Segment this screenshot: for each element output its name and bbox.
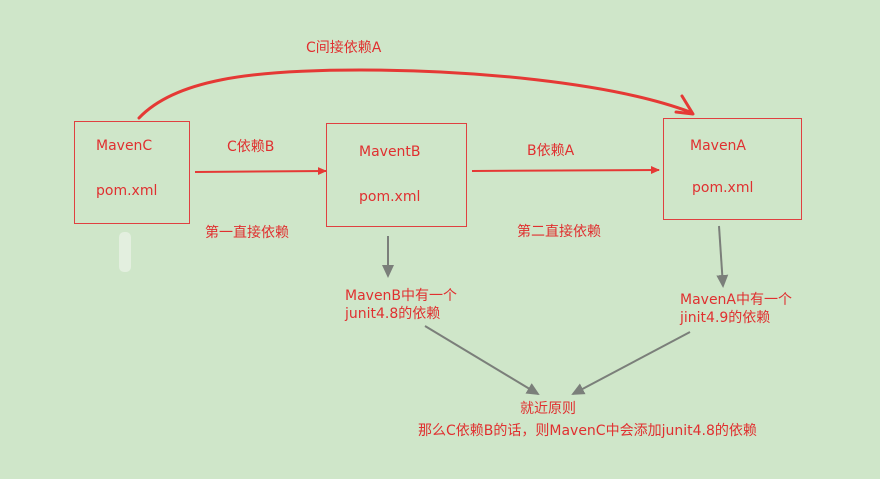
mavenB-note-arrow bbox=[424, 325, 540, 396]
c-to-b-label: C依赖B bbox=[227, 139, 275, 155]
mavenA-box: MavenA pom.xml bbox=[663, 118, 802, 220]
mavenB-note-line1: MavenB中有一个 bbox=[345, 288, 458, 304]
conclusion-text: 那么C依赖B的话，则MavenC中会添加junit4.8的依赖 bbox=[418, 423, 757, 439]
faint-mark bbox=[119, 232, 131, 272]
c-to-b-arrow bbox=[194, 167, 327, 176]
indirect-arc bbox=[137, 68, 692, 120]
mavenB-name: MaventB bbox=[359, 144, 421, 160]
mavenC-pom: pom.xml bbox=[96, 183, 158, 199]
first-direct-label: 第一直接依赖 bbox=[205, 225, 289, 241]
mavenA-down-arrow bbox=[716, 225, 729, 288]
mavenA-note-line1: MavenA中有一个 bbox=[680, 292, 793, 308]
indirect-dependency-label: C间接依赖A bbox=[306, 40, 382, 56]
mavenC-box: MavenC pom.xml bbox=[74, 121, 190, 224]
mavenA-note-arrow bbox=[571, 331, 691, 395]
mavenA-name: MavenA bbox=[690, 138, 747, 154]
second-direct-label: 第二直接依赖 bbox=[517, 224, 601, 240]
mavenB-box: MaventB pom.xml bbox=[326, 123, 467, 227]
b-to-a-label: B依赖A bbox=[527, 143, 575, 159]
b-to-a-arrow bbox=[471, 166, 660, 175]
mavenB-pom: pom.xml bbox=[359, 189, 421, 205]
indirect-arc-head bbox=[674, 94, 695, 116]
mavenA-note-line2: jinit4.9的依赖 bbox=[680, 310, 771, 326]
mavenC-name: MavenC bbox=[96, 138, 153, 154]
mavenA-pom: pom.xml bbox=[692, 180, 754, 196]
conclusion-title: 就近原则 bbox=[520, 401, 576, 417]
mavenB-note-line2: junit4.8的依赖 bbox=[345, 306, 441, 322]
